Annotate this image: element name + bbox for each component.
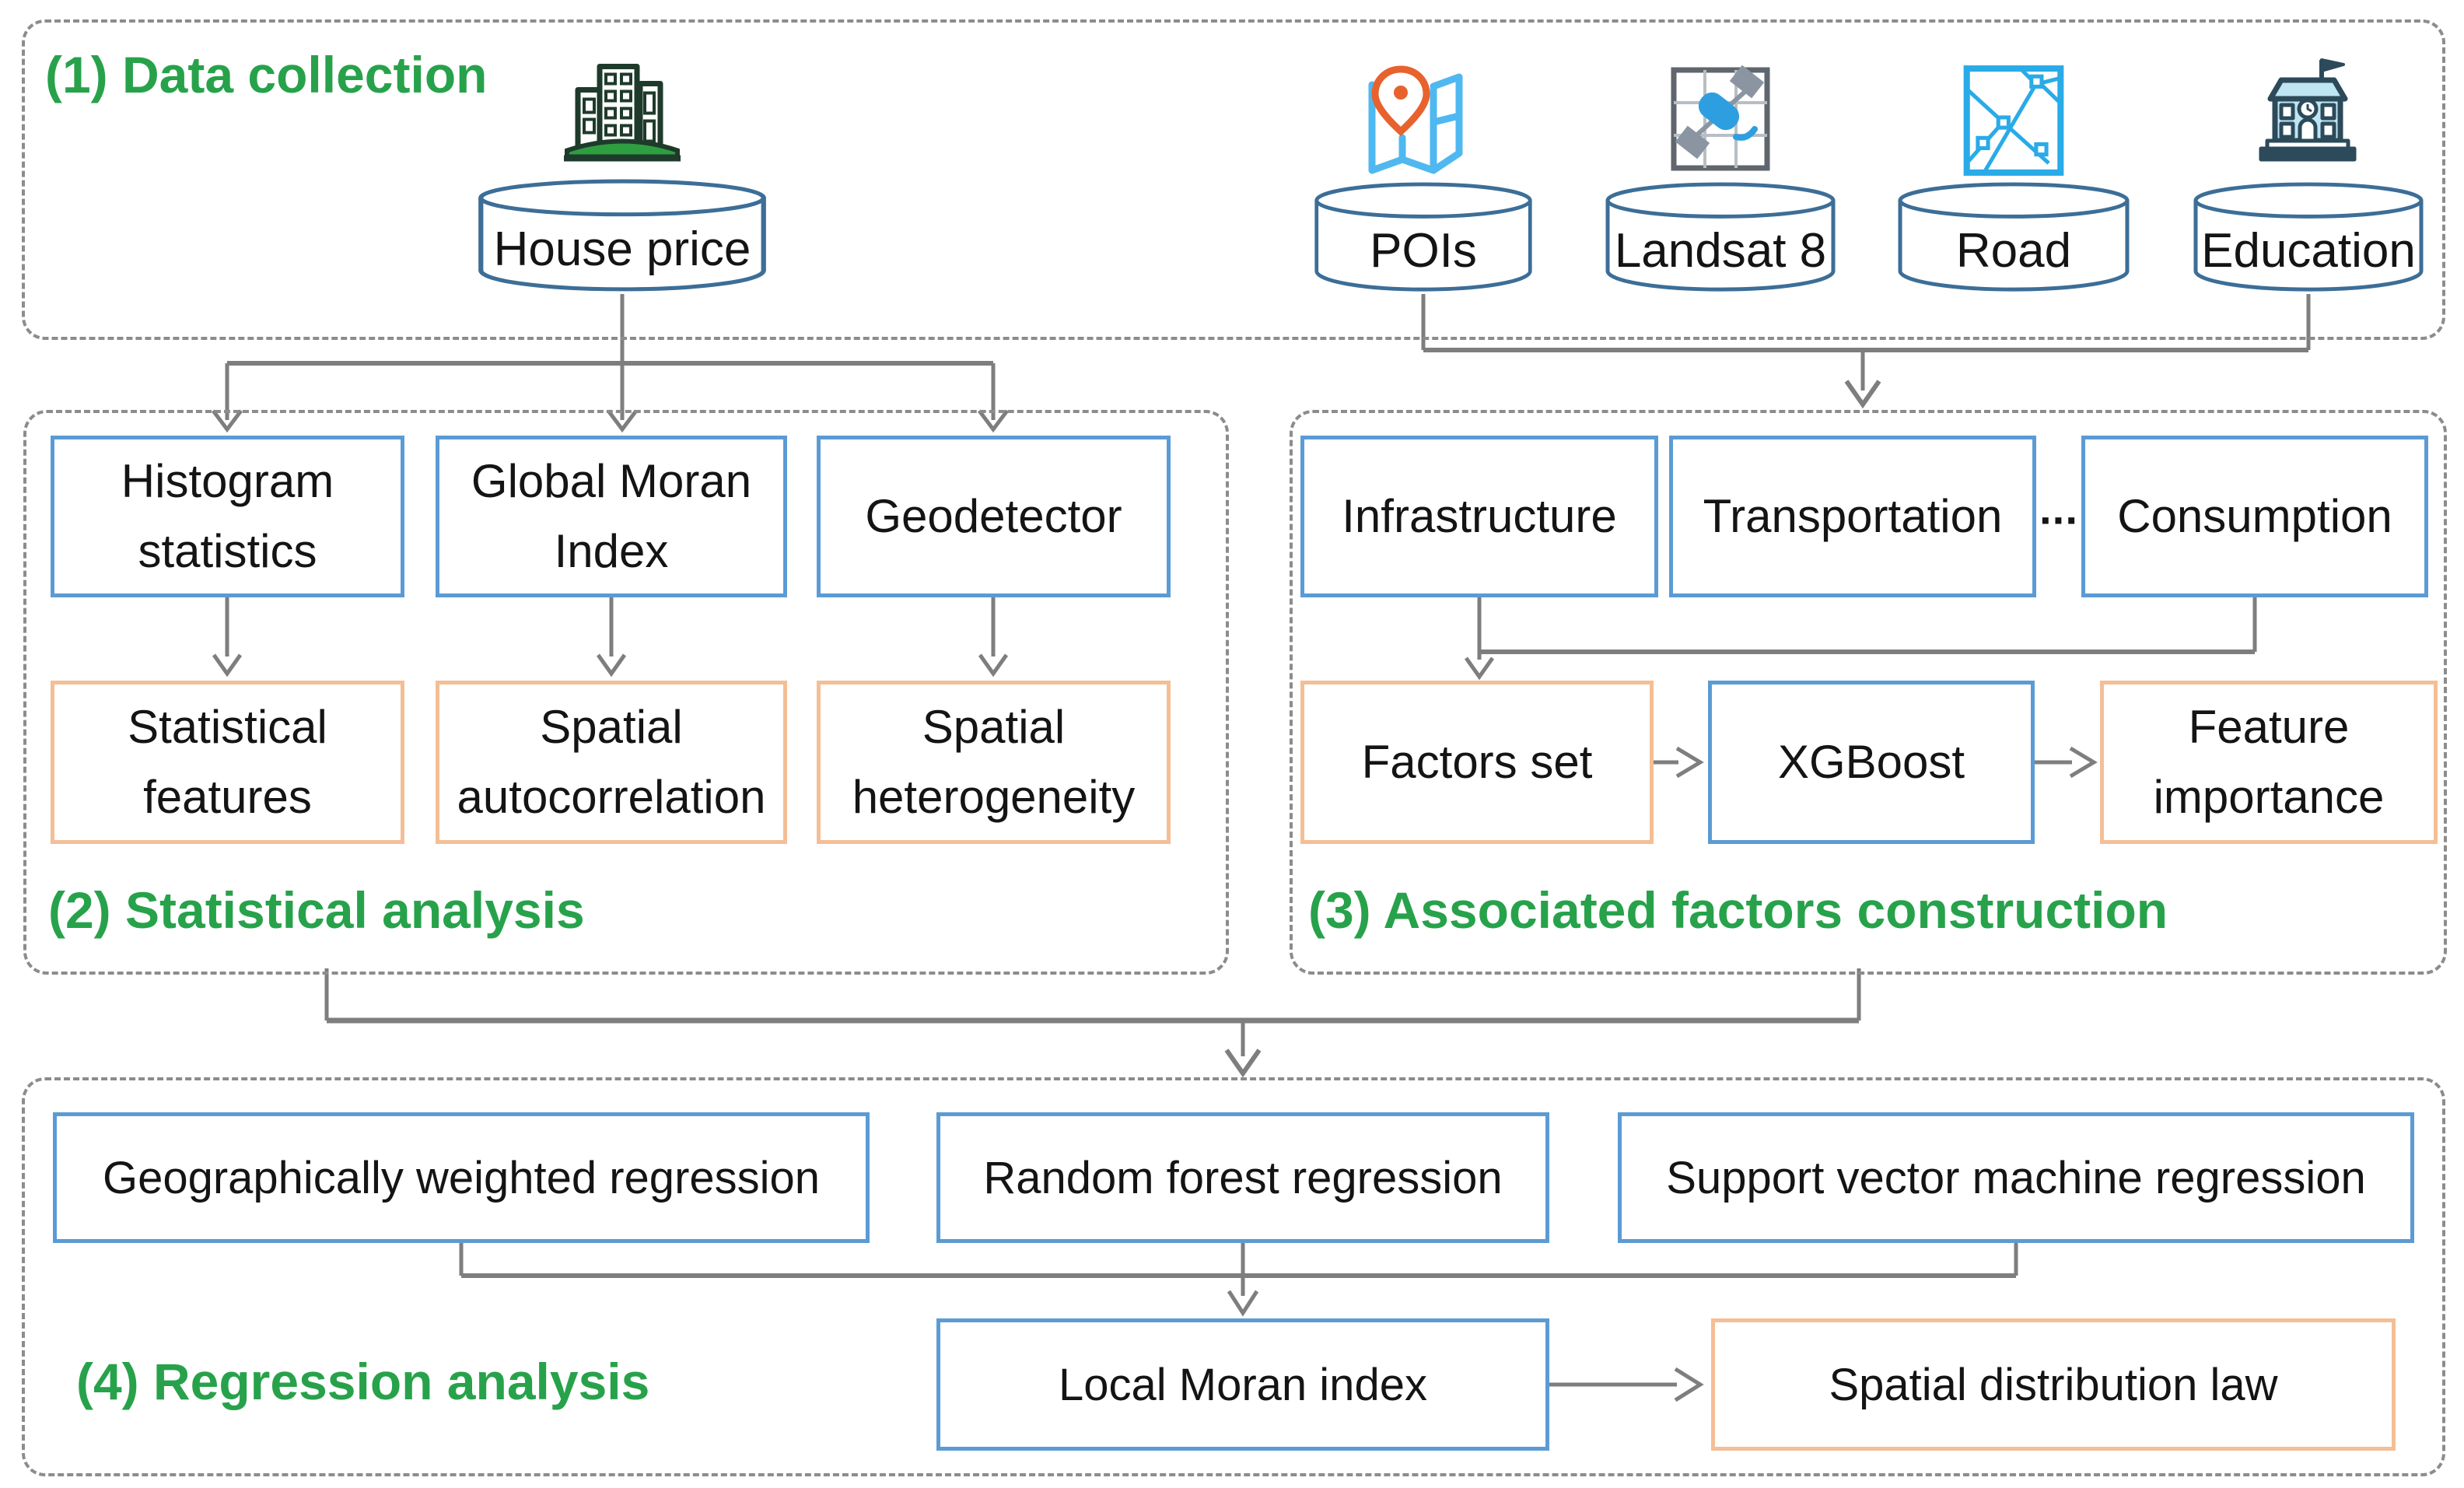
box-infrastructure: Infrastructure — [1300, 436, 1658, 597]
arrow-head — [607, 409, 638, 433]
road-map-icon — [1960, 62, 2067, 179]
section-3-associated-factors — [1290, 410, 2447, 975]
box-label: Global Moran Index — [471, 455, 752, 577]
arrow-head — [978, 653, 1009, 677]
box-label: Feature importance — [2153, 701, 2385, 823]
arrow-head — [1227, 1290, 1259, 1317]
box-global-moran-index: Global Moran Index — [436, 436, 787, 597]
section-1-title: (1) Data collection — [45, 46, 488, 103]
database-pois: POIs — [1313, 180, 1534, 296]
box-label: Geodetector — [865, 490, 1122, 542]
box-histogram-statistics: Histogram statistics — [51, 436, 404, 597]
arrow-head — [1675, 746, 1704, 779]
box-label: Random forest regression — [983, 1152, 1503, 1203]
database-education: Education — [2192, 180, 2425, 296]
box-label: Statistical features — [128, 701, 327, 823]
city-building-icon — [556, 56, 688, 179]
box-spatial-distribution-law: Spatial distribution law — [1711, 1318, 2396, 1451]
box-geographically-weighted-regression: Geographically weighted regression — [53, 1112, 870, 1243]
section-3-title: (3) Associated factors construction — [1308, 881, 2168, 939]
section-1-data-collection — [22, 19, 2445, 340]
box-local-moran-index: Local Moran index — [936, 1318, 1549, 1451]
box-label: Spatial distribution law — [1829, 1359, 2278, 1410]
box-random-forest-regression: Random forest regression — [936, 1112, 1549, 1243]
database-label: Landsat 8 — [1614, 223, 1827, 278]
box-geodetector: Geodetector — [817, 436, 1171, 597]
arrow-head — [596, 653, 627, 677]
arrow-head — [212, 409, 243, 433]
database-label: Education — [2201, 223, 2416, 278]
box-label: Support vector machine regression — [1666, 1152, 2366, 1203]
map-location-pin-icon — [1360, 59, 1488, 179]
arrow-head — [1224, 1049, 1262, 1078]
section-2-title: (2) Statistical analysis — [48, 881, 585, 939]
box-label: Spatial autocorrelation — [457, 701, 766, 823]
box-statistical-features: Statistical features — [51, 681, 404, 844]
box-spatial-heterogeneity: Spatial heterogeneity — [817, 681, 1171, 844]
satellite-icon — [1658, 61, 1783, 177]
box-transportation: Transportation — [1669, 436, 2036, 597]
school-icon — [2244, 53, 2372, 179]
database-label: House price — [493, 222, 751, 277]
box-label: Factors set — [1361, 736, 1593, 788]
ellipsis-more-categories: ··· — [2039, 495, 2080, 544]
box-label: Local Moran index — [1059, 1359, 1427, 1410]
database-road: Road — [1896, 180, 2131, 296]
box-label: Consumption — [2117, 490, 2392, 542]
arrow-head — [1674, 1367, 1704, 1402]
database-landsat8: Landsat 8 — [1604, 180, 1837, 296]
database-label: POIs — [1370, 223, 1477, 278]
box-label: Histogram statistics — [121, 455, 334, 577]
section-2-statistical-analysis — [23, 410, 1229, 975]
arrow-head — [212, 653, 243, 677]
arrow-head — [1464, 656, 1495, 681]
section-4-title: (4) Regression analysis — [76, 1353, 650, 1410]
box-factors-set: Factors set — [1300, 681, 1654, 844]
box-label: Transportation — [1703, 490, 2003, 542]
box-consumption: Consumption — [2081, 436, 2428, 597]
arrow-head — [1844, 380, 1881, 409]
section-4-regression-analysis — [22, 1077, 2445, 1476]
box-feature-importance: Feature importance — [2100, 681, 2438, 844]
database-house-price: House price — [476, 177, 768, 296]
arrow-head — [2069, 746, 2098, 779]
box-label: XGBoost — [1777, 736, 1965, 788]
database-label: Road — [1955, 223, 2072, 278]
box-xgboost: XGBoost — [1708, 681, 2035, 844]
box-label: Infrastructure — [1342, 490, 1617, 542]
box-label: Geographically weighted regression — [102, 1152, 821, 1203]
arrow-head — [978, 409, 1009, 433]
box-support-vector-machine-regression: Support vector machine regression — [1618, 1112, 2414, 1243]
box-spatial-autocorrelation: Spatial autocorrelation — [436, 681, 787, 844]
box-label: Spatial heterogeneity — [852, 701, 1136, 823]
